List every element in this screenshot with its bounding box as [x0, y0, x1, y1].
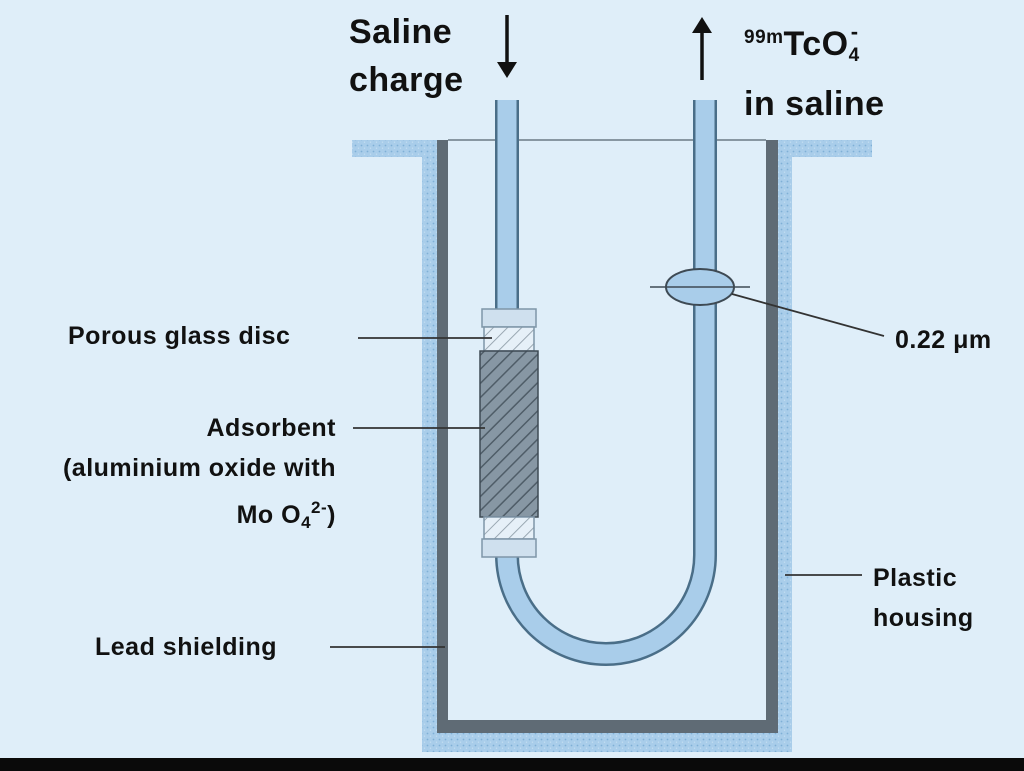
- adsorbent-line3-sup: 2-: [311, 498, 328, 517]
- porous-glass-disc-top-inner: [483, 326, 535, 352]
- output-label: 99mTcO4- in saline: [744, 8, 885, 128]
- filter-label: 0.22 μm: [895, 326, 992, 354]
- arrow-down-icon: [497, 15, 517, 78]
- output-formula-charge: -: [850, 19, 859, 44]
- plastic-housing-line1: Plastic: [873, 564, 958, 592]
- adsorbent-line3-pre: Mo O: [236, 501, 302, 529]
- output-formula: 99mTcO4-: [744, 8, 885, 80]
- porous-glass-disc-top: [481, 308, 537, 328]
- lead-shielding-label: Lead shielding: [95, 633, 278, 661]
- porous-glass-disc-label: Porous glass disc: [68, 322, 291, 350]
- porous-glass-disc-bottom: [481, 538, 537, 558]
- adsorbent-bed: [479, 350, 539, 518]
- plastic-housing: [352, 140, 872, 752]
- saline-charge-line2: charge: [349, 61, 464, 99]
- arrow-up-icon: [692, 17, 712, 80]
- adsorbent-line2: (aluminium oxide with: [62, 454, 336, 482]
- u-tube: [497, 100, 715, 664]
- adsorbent-label: Adsorbent (aluminium oxide with Mo O42-): [6, 408, 336, 543]
- saline-charge-line1: Saline: [349, 13, 453, 51]
- output-line2: in saline: [744, 85, 885, 123]
- plastic-housing-label: Plastic housing: [873, 558, 974, 638]
- adsorbent-line3-post: ): [327, 501, 336, 529]
- output-isotope-sup: 99m: [744, 27, 784, 48]
- column: [479, 308, 539, 558]
- leader-lines: [330, 293, 885, 648]
- plastic-housing-line2: housing: [873, 604, 974, 632]
- filter: [650, 268, 750, 306]
- adsorbent-line1: Adsorbent: [206, 414, 336, 442]
- adsorbent-line3: Mo O42-): [6, 488, 336, 543]
- bottom-bar: [0, 758, 1024, 771]
- output-formula-main: TcO: [783, 25, 849, 63]
- adsorbent-line3-sub: 4: [301, 513, 312, 532]
- porous-glass-disc-bottom-inner: [483, 516, 535, 540]
- output-formula-sub: 4: [848, 45, 860, 66]
- saline-charge-label: Saline charge: [349, 8, 464, 104]
- leader-filter: [731, 293, 885, 337]
